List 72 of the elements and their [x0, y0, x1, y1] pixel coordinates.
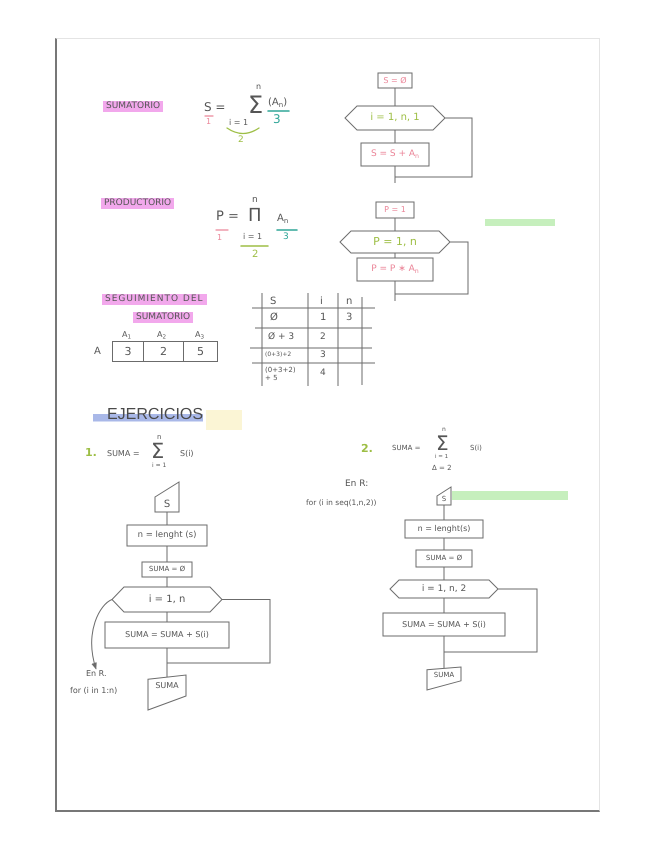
annotation-number: 1 — [217, 234, 222, 242]
loop-hexagon: P = 1, n — [340, 231, 450, 253]
process-box: SUMA = SUMA + S(i) — [105, 622, 229, 648]
sum-symbol: Σ — [151, 441, 164, 462]
table-cell: 1 — [320, 313, 326, 323]
connector-line — [166, 512, 168, 526]
row-header: A — [94, 347, 101, 357]
index-limit: n — [252, 196, 258, 205]
column-header: S — [270, 297, 276, 307]
connector-line — [166, 612, 168, 622]
annotation-text: En R. for (i in 1:n) — [70, 669, 144, 703]
index-limit: n — [256, 83, 262, 91]
sum-symbol: Σ — [436, 433, 449, 453]
connector-line — [394, 218, 396, 232]
column-header: A$_{2}$ — [157, 331, 166, 339]
connector-line — [394, 88, 396, 106]
table-cell: Ø + 3 — [268, 333, 294, 342]
product-symbol: Π — [248, 207, 262, 225]
table-cell: 3 — [112, 341, 144, 362]
annotation-number: 2 — [252, 250, 258, 260]
leader-arrow — [91, 599, 112, 670]
highlighted-heading: SUMATORIO — [133, 312, 194, 323]
connector-line — [394, 280, 396, 302]
formula-text: A$_{n}$ — [277, 214, 288, 224]
output-symbol: SUMA — [148, 675, 186, 710]
formula-text: S(i) — [180, 450, 194, 458]
input-symbol: S — [155, 482, 179, 512]
process-box: SUMA = SUMA + S(i) — [383, 613, 505, 636]
formula-text: (A$_{n}$) — [268, 98, 288, 108]
table-cell: 3 — [346, 313, 352, 323]
table-cell: Ø — [270, 313, 278, 323]
formula-text: P = — [216, 210, 239, 223]
column-header: A$_{1}$ — [122, 331, 132, 339]
annotation-number: 2 — [238, 136, 244, 145]
connector-line — [166, 576, 168, 588]
table-cell: 4 — [320, 369, 326, 378]
index-limit: i = 1 — [243, 233, 262, 241]
loop-hexagon: i = 1, n, 2 — [390, 580, 498, 598]
table-cell: 2 — [143, 341, 184, 362]
process-box: n = lenght(s) — [405, 520, 483, 538]
exercise-number: 1. — [85, 447, 97, 458]
process-box: n = lenght (s) — [127, 525, 207, 546]
annotation-number: 3 — [273, 113, 281, 125]
table-cell: 2 — [320, 333, 326, 342]
process-box: S = S + A$_{n}$ — [361, 143, 429, 166]
process-box: S = Ø — [378, 73, 412, 88]
loop-hexagon: i = 1, n — [112, 587, 222, 612]
note-text: En R: — [345, 480, 368, 489]
connector-line — [166, 648, 168, 678]
exercise-number: 2. — [361, 443, 373, 454]
highlighted-heading: PRODUCTORIO — [101, 198, 174, 209]
connector-line — [394, 252, 396, 258]
annotation-number: 3 — [283, 233, 289, 242]
column-header: n — [346, 297, 352, 307]
connector-line — [166, 546, 168, 562]
column-header: A$_{3}$ — [195, 331, 204, 339]
formula-text: S = — [204, 101, 226, 113]
table-cell: 3 — [320, 351, 326, 360]
process-box: P = 1 — [376, 202, 414, 218]
annotation-number: 1 — [206, 118, 212, 126]
connector-line — [394, 166, 396, 184]
table-cell: 5 — [183, 341, 218, 362]
sum-symbol: Σ — [248, 93, 264, 117]
highlighted-heading: SEGUIMIENTO DEL — [102, 294, 207, 305]
loop-hexagon: i = 1, n, 1 — [345, 106, 445, 130]
formula-text: SUMA = — [107, 450, 140, 458]
highlighted-heading: EJERCICIOS — [93, 407, 204, 423]
index-limit: i = 1 — [229, 119, 248, 127]
process-box: P = P ∗ A$_{n}$ — [357, 258, 433, 281]
connector-line — [394, 130, 396, 144]
column-header: i — [320, 297, 323, 307]
highlighted-heading: SUMATORIO — [103, 101, 164, 112]
